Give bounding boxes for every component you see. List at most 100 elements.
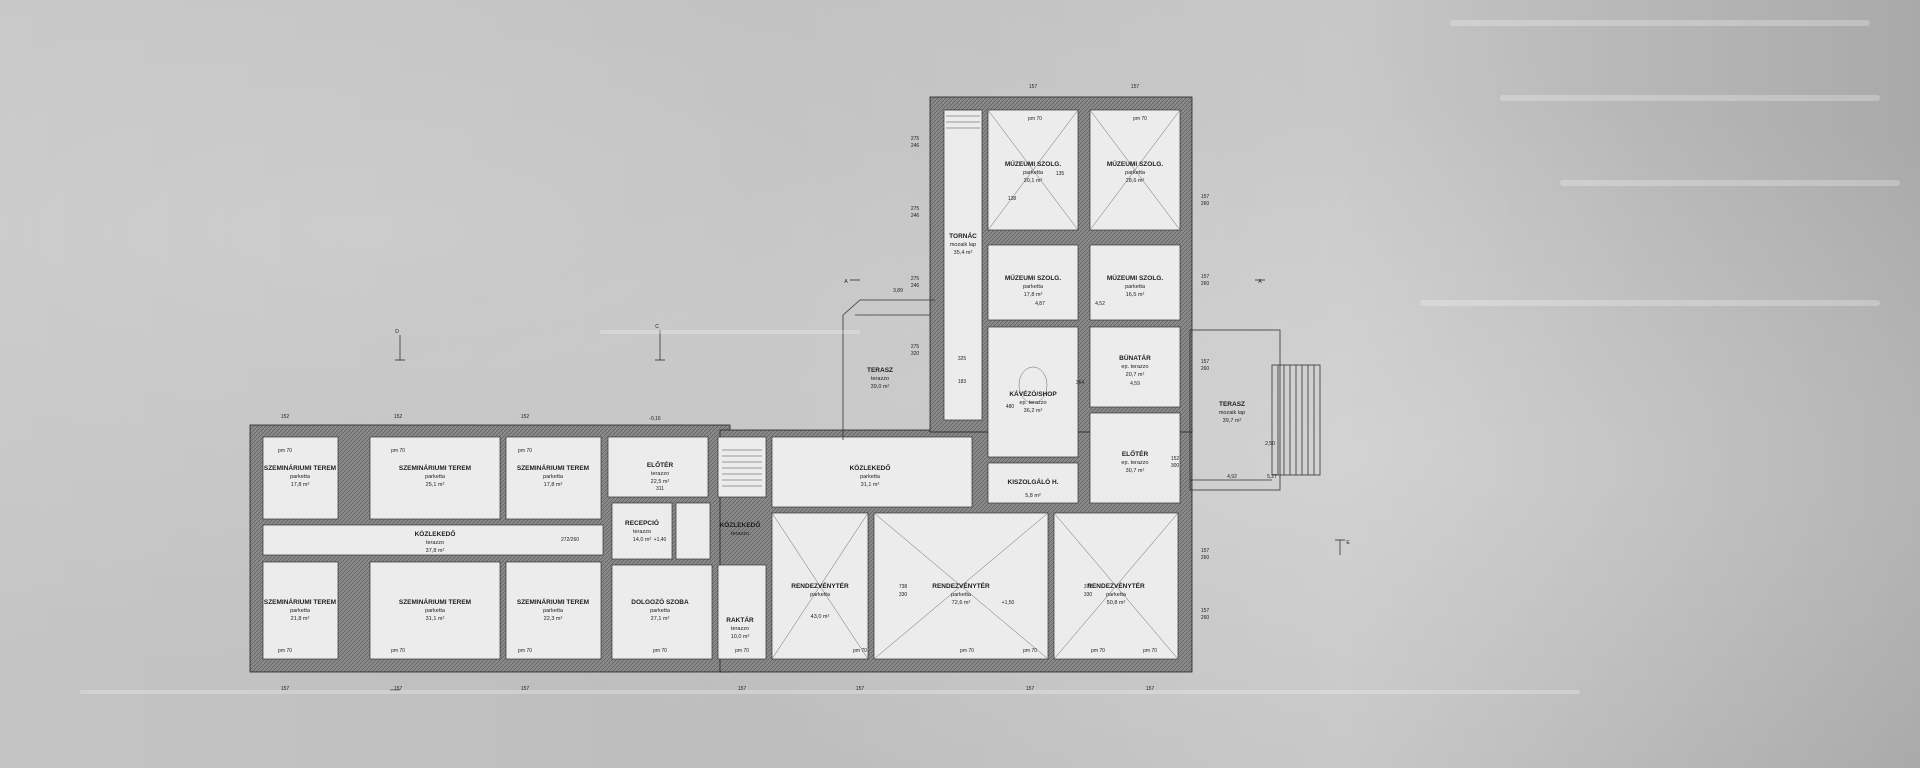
room-area: 17,8 m² xyxy=(1024,292,1043,298)
room-area: 20,7 m² xyxy=(1126,372,1145,378)
window-label: pm 70 xyxy=(1023,648,1037,654)
dim-text: 5,27 xyxy=(1267,474,1277,480)
window-label: pm 70 xyxy=(653,648,667,654)
room-finish: terazzo xyxy=(633,529,651,535)
paper-texture xyxy=(1500,95,1880,101)
room-area: 5,8 m² xyxy=(1025,493,1041,499)
window-label: pm 70 xyxy=(518,448,532,454)
room-area: 22,3 m² xyxy=(544,616,563,622)
terrace-2-outline xyxy=(1189,329,1281,491)
dim-text: +1,50 xyxy=(1002,600,1015,606)
room-name: ELŐTÉR xyxy=(1122,449,1149,458)
room-area: 37,8 m² xyxy=(426,548,445,554)
room-finish: parketta xyxy=(860,474,881,480)
floor-bunatar xyxy=(1089,326,1181,408)
room-finish: parketta xyxy=(1023,284,1044,290)
dim-text: 135 xyxy=(1056,171,1065,177)
floor-recepcio xyxy=(611,502,673,560)
room-name: RECEPCIÓ xyxy=(625,518,659,527)
vault-lines xyxy=(771,109,1181,660)
room-name: BÜNATÁR xyxy=(1119,353,1151,362)
dim-text: 152 xyxy=(1171,456,1180,462)
room-name: KÖZLEKEDŐ xyxy=(415,529,456,538)
room-labels: SZEMINÁRIUMI TEREM parketta 17,8 m² SZEM… xyxy=(264,159,1245,640)
room-name: SZEMINÁRIUMI TEREM xyxy=(264,463,336,472)
floor-sem-bot-2 xyxy=(369,561,501,660)
room-finish: parketta xyxy=(290,474,311,480)
room-area: 35,4 m² xyxy=(954,250,973,256)
room-name: TORNÁC xyxy=(949,231,977,240)
dim-text: 157 xyxy=(1026,686,1035,692)
dim-text: 260 xyxy=(1201,281,1210,287)
window-label: pm 70 xyxy=(278,648,292,654)
dim-text: 3,89 xyxy=(893,288,903,294)
room-name: SZEMINÁRIUMI TEREM xyxy=(517,463,589,472)
room-finish: parketta xyxy=(543,474,564,480)
room-name: RENDEZVÉNYTÉR xyxy=(932,581,990,590)
paper-texture xyxy=(1560,180,1900,186)
room-name: MÚZEUMI SZOLG. xyxy=(1107,159,1164,168)
dim-text: 246 xyxy=(911,283,920,289)
room-area: 25,1 m² xyxy=(426,482,445,488)
room-area: 31,1 m² xyxy=(861,482,880,488)
dimensions: 157 260 157 260 157 260 152 300 157 260 … xyxy=(281,84,1277,692)
paper-texture xyxy=(1420,300,1880,306)
room-finish: parketta xyxy=(650,608,671,614)
floor-sem-top-1 xyxy=(262,436,339,520)
room-name: MÚZEUMI SZOLG. xyxy=(1107,273,1164,282)
room-finish: ep. terazzo xyxy=(1121,364,1148,370)
room-finish: parketta xyxy=(425,474,446,480)
room-area: 27,1 m² xyxy=(651,616,670,622)
room-name: MÚZEUMI SZOLG. xyxy=(1005,159,1062,168)
dim-text: 157 xyxy=(1201,274,1210,280)
dim-text: 157 xyxy=(1029,84,1038,90)
section-markers xyxy=(390,279,1345,691)
floor-kozl-mid xyxy=(771,436,973,508)
dim-text: 157 xyxy=(1201,359,1210,365)
room-area: 14,0 m² xyxy=(633,537,652,543)
floor-tornac xyxy=(943,109,983,421)
dim-text: 157 xyxy=(1201,194,1210,200)
dim-text: 272/260 xyxy=(561,537,579,543)
dim-text: 260 xyxy=(1201,555,1210,561)
dim-text: 260 xyxy=(1201,201,1210,207)
dim-text: 4,52 xyxy=(1095,301,1105,307)
dim-text: 152 xyxy=(281,414,290,420)
room-area: 39,7 m² xyxy=(1223,418,1242,424)
room-finish: parketta xyxy=(543,608,564,614)
room-name: RAKTÁR xyxy=(726,615,754,624)
section-label-d: D xyxy=(395,329,399,335)
dim-text: 275 xyxy=(911,276,920,282)
floor-kiszolg xyxy=(987,462,1079,504)
floor-sem-bot-1 xyxy=(262,561,339,660)
room-name: KÁVÉZÓ/SHOP xyxy=(1009,389,1057,398)
window-label: pm 70 xyxy=(391,448,405,454)
terrace-1-outline xyxy=(842,299,935,440)
floor-sem-top-2 xyxy=(369,436,501,520)
dim-text: 157 xyxy=(738,686,747,692)
paper-texture xyxy=(1450,20,1870,26)
room-name: TERASZ xyxy=(867,367,893,374)
dim-text: 138 xyxy=(1008,196,1017,202)
window-label: pm 70 xyxy=(391,648,405,654)
dim-text: 157 xyxy=(1201,548,1210,554)
dim-text: 325 xyxy=(958,356,967,362)
floor-raktar xyxy=(717,564,767,660)
room-name: KÖZLEKEDŐ xyxy=(850,463,891,472)
floor-muz-4 xyxy=(1089,244,1181,321)
floor-dolgozo xyxy=(611,564,713,660)
floor-kavezo xyxy=(987,326,1079,458)
dim-text: 300 xyxy=(1171,463,1180,469)
window-label: pm 70 xyxy=(1091,648,1105,654)
stair-treads xyxy=(722,109,980,487)
room-finish: ep. terazzo xyxy=(1019,400,1046,406)
dim-text: 157 xyxy=(1201,608,1210,614)
floor-stair xyxy=(717,436,767,498)
room-finish: parketta xyxy=(425,608,446,614)
room-area: 21,8 m² xyxy=(291,616,310,622)
floor-eloter-2 xyxy=(1089,412,1181,504)
room-area: 50,8 m² xyxy=(1107,600,1126,606)
floor-corridor-w xyxy=(262,524,604,556)
room-area: 36,2 m² xyxy=(1024,408,1043,414)
